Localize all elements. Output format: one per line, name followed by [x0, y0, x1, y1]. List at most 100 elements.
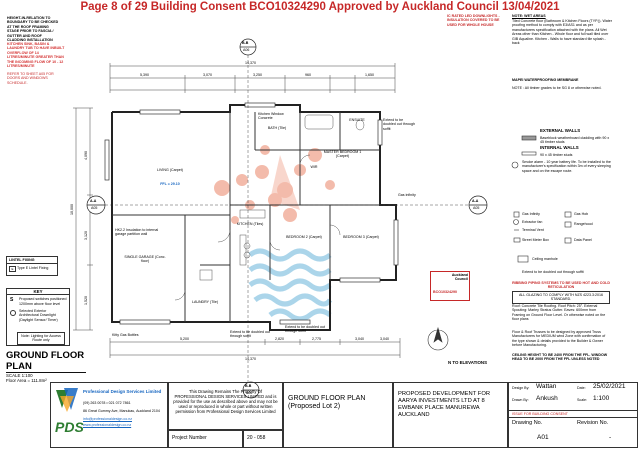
section-aa-left-sheet: A05	[91, 206, 98, 210]
height-note: HEIGHT-IN-RELATION TO BOUNDARY TO BE CHE…	[7, 16, 59, 43]
room-bath: BATH (Tile)	[267, 126, 287, 130]
design-by: Wattan	[536, 383, 557, 390]
kitchen-window-label: Kitchen Window Concrete	[258, 112, 284, 121]
legend-extractor: Extractor fan	[522, 220, 543, 224]
plan-title: GROUND FLOOR PLAN	[6, 350, 86, 373]
to-elevations: N TO ELEVATIONS	[448, 360, 488, 365]
legend-extend: Extend to be doubled out through soffit	[522, 270, 584, 274]
section-aa-left: A-A	[90, 199, 97, 203]
switch-symbol: S	[10, 297, 14, 304]
room-ensuite: ENSUITE	[349, 118, 365, 122]
section-aa-right-sheet: A05	[473, 206, 480, 210]
mapei-title: MAPEI WATERPROOFING MEMBRANE	[512, 78, 579, 82]
garage-insulation-note: HK2.2 Insulation to internal garage part…	[115, 228, 159, 237]
room-garage: SINGLE GARAGE (Conc. floor)	[124, 255, 166, 264]
project-number: 20 - 058	[243, 430, 283, 448]
room-master-bedroom: MASTER BEDROOM 1 (Carpet)	[323, 150, 362, 159]
sheet-title-cell: GROUND FLOOR PLAN (Proposed Lot 2)	[283, 382, 393, 448]
section-bb-top: B-B	[242, 41, 249, 45]
client-cell: PROPOSED DEVELOPMENT FOR AARYA INVESTMEN…	[393, 382, 508, 448]
section-aa-right: A-A	[472, 199, 479, 203]
plan-area: Floor Area = 111.8m²	[6, 378, 47, 384]
dim-top-overall: 14,370	[245, 61, 256, 65]
dim-bottom-4: 3,040	[355, 337, 364, 341]
key-title: KEY	[7, 289, 69, 296]
dim-top-3: 3,250	[253, 73, 262, 77]
revision-no: -	[609, 434, 612, 441]
section-bb-bottom: B-B	[245, 384, 252, 388]
key-downlight-label: Selected Exterior Architectural Downligh…	[19, 309, 58, 322]
key-box: KEY S Proposed switches positioned 1200m…	[6, 288, 70, 346]
dim-bottom-5: 3,040	[380, 337, 389, 341]
company-name: Professional Design Services Limited	[83, 389, 162, 394]
project-number-label: Project Number	[168, 430, 243, 448]
lintel-item: Type E Lintel Fixing	[17, 266, 49, 271]
external-walls-title: EXTERNAL WALLS	[540, 128, 581, 133]
drawing-no-label: Drawing No.	[512, 420, 543, 426]
truss-note: Floor & Roof Trusses to be designed by a…	[512, 330, 606, 348]
room-kitchen: KITCHEN (Tiles)	[236, 222, 264, 226]
mapei-body: NOTE : All timber grades to be SG 8 or o…	[512, 86, 602, 90]
pds-logo	[54, 386, 80, 412]
legend-terminal-vent: Terminal Vent	[522, 228, 544, 232]
key-lighting-note: Note: Lighting for Access Route only	[17, 332, 65, 345]
room-wir: WIR	[310, 165, 318, 169]
extend-label-1: Extend to be doubled out through soffit	[383, 118, 415, 131]
legend-rangehood: Rangehood	[574, 222, 593, 226]
dim-bottom-3: 2,775	[312, 337, 321, 341]
dim-left-overall: 10,000	[70, 204, 74, 215]
dim-left-3: 1,520	[84, 296, 88, 305]
copyright-notice: This Drawing Remains The Property Of PRO…	[168, 382, 283, 430]
pds-logo-text: PDS	[55, 419, 84, 435]
lintel-title: LINTEL FIXING	[7, 257, 57, 265]
wet-areas-body: Tiled Concrete floor (Bathroom & Kitchen…	[512, 19, 612, 46]
ffl-label: FFL = 29.10	[160, 182, 180, 186]
extend-label-2: Extend to be doubled out through soffit	[285, 325, 325, 334]
dim-left-2: 3,120	[84, 231, 88, 240]
room-laundry: LAUNDRY (Tile)	[191, 300, 219, 304]
company-website[interactable]: www.professionaldesign.co.nz	[83, 423, 132, 427]
lintel-box: LINTEL FIXING E Type E Lintel Fixing	[6, 256, 58, 276]
room-bedroom-2: BEDROOM 2 (Carpet)	[286, 235, 322, 239]
overflow-note: KITCHEN SINK, BASIN & LAUNDRY TUB TO HAV…	[7, 42, 65, 69]
dim-top-5: 1,650	[365, 73, 374, 77]
drawing-scale: 1:100	[593, 395, 610, 402]
internal-walls-title: INTERNAL WALLS	[540, 145, 579, 150]
dim-bottom-overall: 14,370	[245, 357, 256, 361]
council-logo: Auckland Council	[451, 273, 468, 282]
ceiling-note: CEILING HEIGHT TO BE 2400 FROM THE FFL. …	[512, 353, 608, 362]
stamp-code: BCO10324290	[433, 290, 457, 294]
room-bedroom-3: BEDROOM 3 (Carpet)	[343, 235, 379, 239]
dim-top-1: 5,390	[140, 73, 149, 77]
drawing-no: A01	[537, 434, 549, 441]
plan-title-block: GROUND FLOOR PLAN SCALE 1:100 Floor Area…	[6, 350, 86, 383]
scale-label: Scale:	[577, 398, 587, 402]
roof-note: Roof: Concrete Tile Roofing. Roof Pitch:…	[512, 304, 606, 322]
dim-top-4: 960	[305, 73, 311, 77]
company-block: PDS Professional Design Services Limited…	[50, 382, 168, 448]
legend-gas-infinity: Gas Infinity	[522, 212, 540, 216]
smoke-alarm-note: Smoke alarm - 10 year battery life. To b…	[522, 160, 611, 173]
led-note: IC RATED LED DOWNLIGHTS - INSULATION COV…	[447, 14, 500, 27]
council-approval-stamp: Auckland Council BCO10324290	[430, 271, 470, 301]
consent-header: Page 8 of 29 Building Consent BCO1032429…	[80, 1, 560, 13]
client-text: PROPOSED DEVELOPMENT FOR AARYA INVESTMEN…	[398, 391, 491, 418]
drawn-by: Ankush	[536, 395, 558, 402]
drawing-info-cell: Design By: Wattan Drawn By: Ankush Date:…	[508, 382, 638, 448]
company-email[interactable]: info@professionaldesign.co.nz	[83, 417, 132, 421]
external-walls-body: Baseblock weatherboard cladding with 90 …	[540, 136, 610, 145]
section-bb-top-sheet: A06	[243, 48, 250, 52]
downlight-icon	[10, 310, 16, 317]
revision-label: Revision No.	[577, 420, 609, 426]
plan-scale: SCALE 1:100	[6, 373, 33, 378]
glazing-note: ALL GLAZING TO COMPLY WITH NZS 4223.3:20…	[512, 291, 610, 304]
dim-left-1: 4,090	[84, 151, 88, 160]
gas-infinity-label: Gas infinity	[398, 193, 416, 197]
piping-note: RIBBING PIPING SYSTEMS TO BE USED HOT AN…	[512, 281, 610, 290]
legend-meter-box: Street Meter Box	[522, 238, 549, 242]
company-phone: (09) 263 0078 • 021 072 7861	[83, 401, 131, 405]
legend-gas-hob: Gas Hob	[574, 212, 589, 216]
dim-bottom-1: 5,200	[180, 337, 189, 341]
dim-top-2: 3,070	[203, 73, 212, 77]
drawing-date: 25/02/2021	[593, 383, 626, 390]
